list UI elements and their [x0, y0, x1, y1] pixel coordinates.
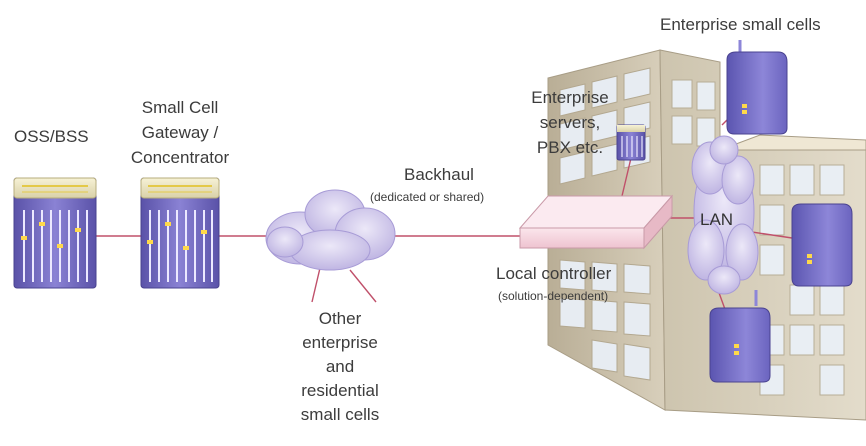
- label-gateway-line3: Concentrator: [130, 148, 230, 167]
- gateway-concentrator-rack: [140, 177, 220, 289]
- label-servers-line3: PBX etc.: [536, 138, 604, 157]
- small-cell-ap-bottom: [709, 290, 771, 383]
- label-backhaul-note: (dedicated or shared): [370, 190, 485, 204]
- label-backhaul: Backhaul: [404, 165, 474, 184]
- label-other-line2: enterprise: [302, 333, 378, 352]
- label-other-line5: small cells: [300, 405, 380, 424]
- label-enterprise-servers: Enterprise servers, PBX etc.: [500, 89, 640, 156]
- oss-bss-server-rack: [13, 177, 97, 289]
- label-gateway-line1: Small Cell: [141, 98, 219, 117]
- label-enterprise-small-cells: Enterprise small cells: [660, 15, 821, 34]
- label-lan: LAN: [700, 210, 734, 229]
- label-servers-line1: Enterprise: [531, 88, 609, 107]
- label-other-line1: Other: [318, 309, 362, 328]
- label-gateway-line2: Gateway /: [141, 123, 219, 142]
- small-cell-ap-right: [791, 203, 853, 287]
- label-other-line3: and: [325, 357, 355, 376]
- label-local-controller-note: (solution-dependent): [498, 289, 609, 303]
- small-cell-ap-top: [726, 40, 788, 135]
- label-oss-bss: OSS/BSS: [14, 127, 89, 146]
- local-controller-box: [518, 194, 674, 250]
- link-cloud-other-1: [311, 267, 321, 303]
- backhaul-cloud: [265, 189, 396, 271]
- label-other-small-cells: Other enterprise and residential small c…: [280, 310, 400, 423]
- link-lan-ap-right: [751, 231, 793, 239]
- label-servers-line2: servers,: [539, 113, 601, 132]
- label-gateway: Small Cell Gateway / Concentrator: [125, 99, 235, 166]
- link-server-lan: [621, 157, 632, 197]
- label-other-line4: residential: [301, 381, 379, 400]
- lan-cloud: [687, 135, 759, 295]
- link-cloud-other-2: [349, 269, 377, 303]
- enterprise-server: [616, 124, 646, 161]
- label-local-controller: Local controller: [496, 264, 612, 283]
